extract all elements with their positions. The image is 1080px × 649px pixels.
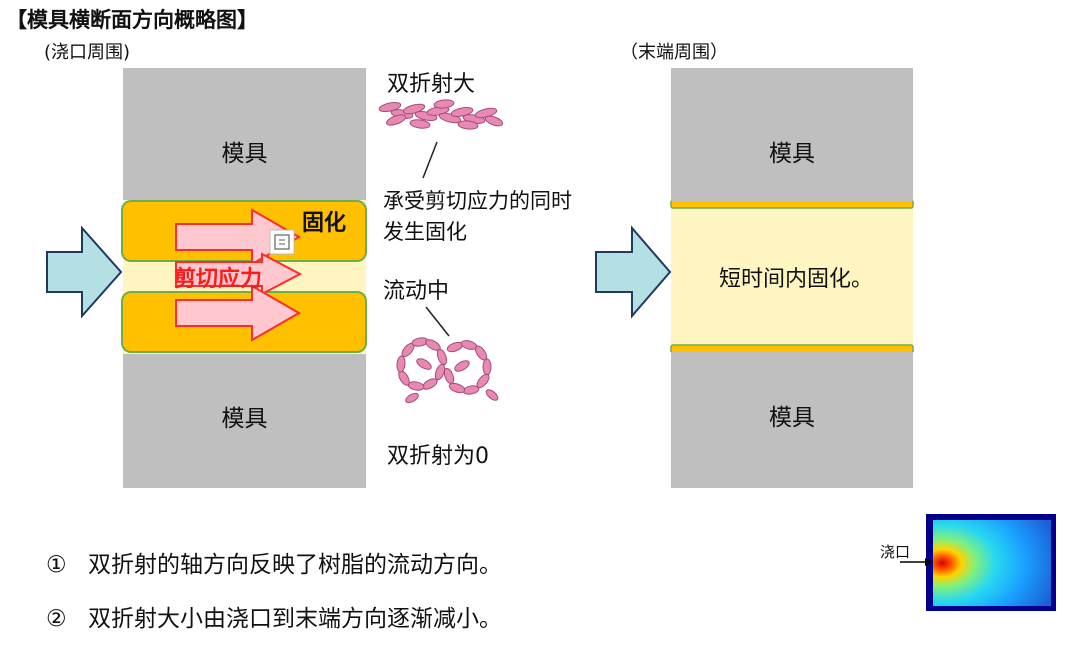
birefringence-zero-label: 双折射为0 (387, 444, 489, 469)
right-inlet-arrow (595, 225, 672, 319)
connector-line-bottom (425, 306, 450, 337)
left-mold-top: 模具 (123, 68, 366, 201)
bullet-2: ② 双折射大小由浇口到末端方向逐渐减小。 (46, 599, 502, 633)
coiled-molecule (396, 337, 499, 404)
gate-label: 浇口 (880, 543, 911, 561)
left-mold-top-label: 模具 (221, 141, 268, 167)
right-melt-region (671, 200, 913, 351)
right-mold-top: 模具 (671, 68, 913, 201)
bullet-2-text: 双折射大小由浇口到末端方向逐渐减小。 (87, 606, 502, 632)
bullet-2-marker: ② (46, 606, 67, 632)
shear-arrow-bottom (175, 284, 302, 342)
rapid-solidify-note: 短时间内固化。 (719, 267, 874, 292)
bullet-1: ① 双折射的轴方向反映了树脂的流动方向。 (46, 545, 502, 579)
solidified-label: 固化 (302, 211, 347, 236)
birefringence-large-label: 双折射大 (387, 72, 476, 97)
shear-stress-label: 剪切应力 (174, 267, 263, 292)
right-mold-top-label: 模具 (769, 141, 815, 167)
left-mold-bottom-label: 模具 (221, 406, 268, 432)
aligned-molecule-chain (378, 99, 504, 130)
bullet-1-text: 双折射的轴方向反映了树脂的流动方向。 (87, 552, 502, 578)
connector-line-top (422, 141, 438, 179)
right-mold-bottom: 模具 (671, 352, 913, 488)
shear-solidify-note-line1: 承受剪切应力的同时 (383, 189, 572, 213)
shear-arrow-middle (175, 252, 303, 296)
page-title: 【模具横断面方向概略图】 (6, 8, 258, 32)
left-inlet-arrow (46, 225, 123, 319)
shear-solidify-note: 承受剪切应力的同时 发生固化 (383, 186, 572, 248)
bullet-1-marker: ① (46, 552, 67, 578)
right-solid-layer-top (670, 199, 914, 209)
gate-vicinity-caption: (浇口周围) (44, 42, 131, 63)
shear-solidify-note-line2: 发生固化 (383, 220, 467, 244)
gate-pointer-arrowhead (925, 558, 933, 566)
right-mold-bottom-label: 模具 (769, 405, 815, 431)
capture-icon (269, 229, 295, 255)
end-vicinity-caption: （末端周围） (620, 42, 728, 63)
left-mold-bottom: 模具 (123, 353, 366, 488)
flowing-label: 流动中 (383, 279, 450, 304)
inset-flow-map (933, 520, 1051, 606)
